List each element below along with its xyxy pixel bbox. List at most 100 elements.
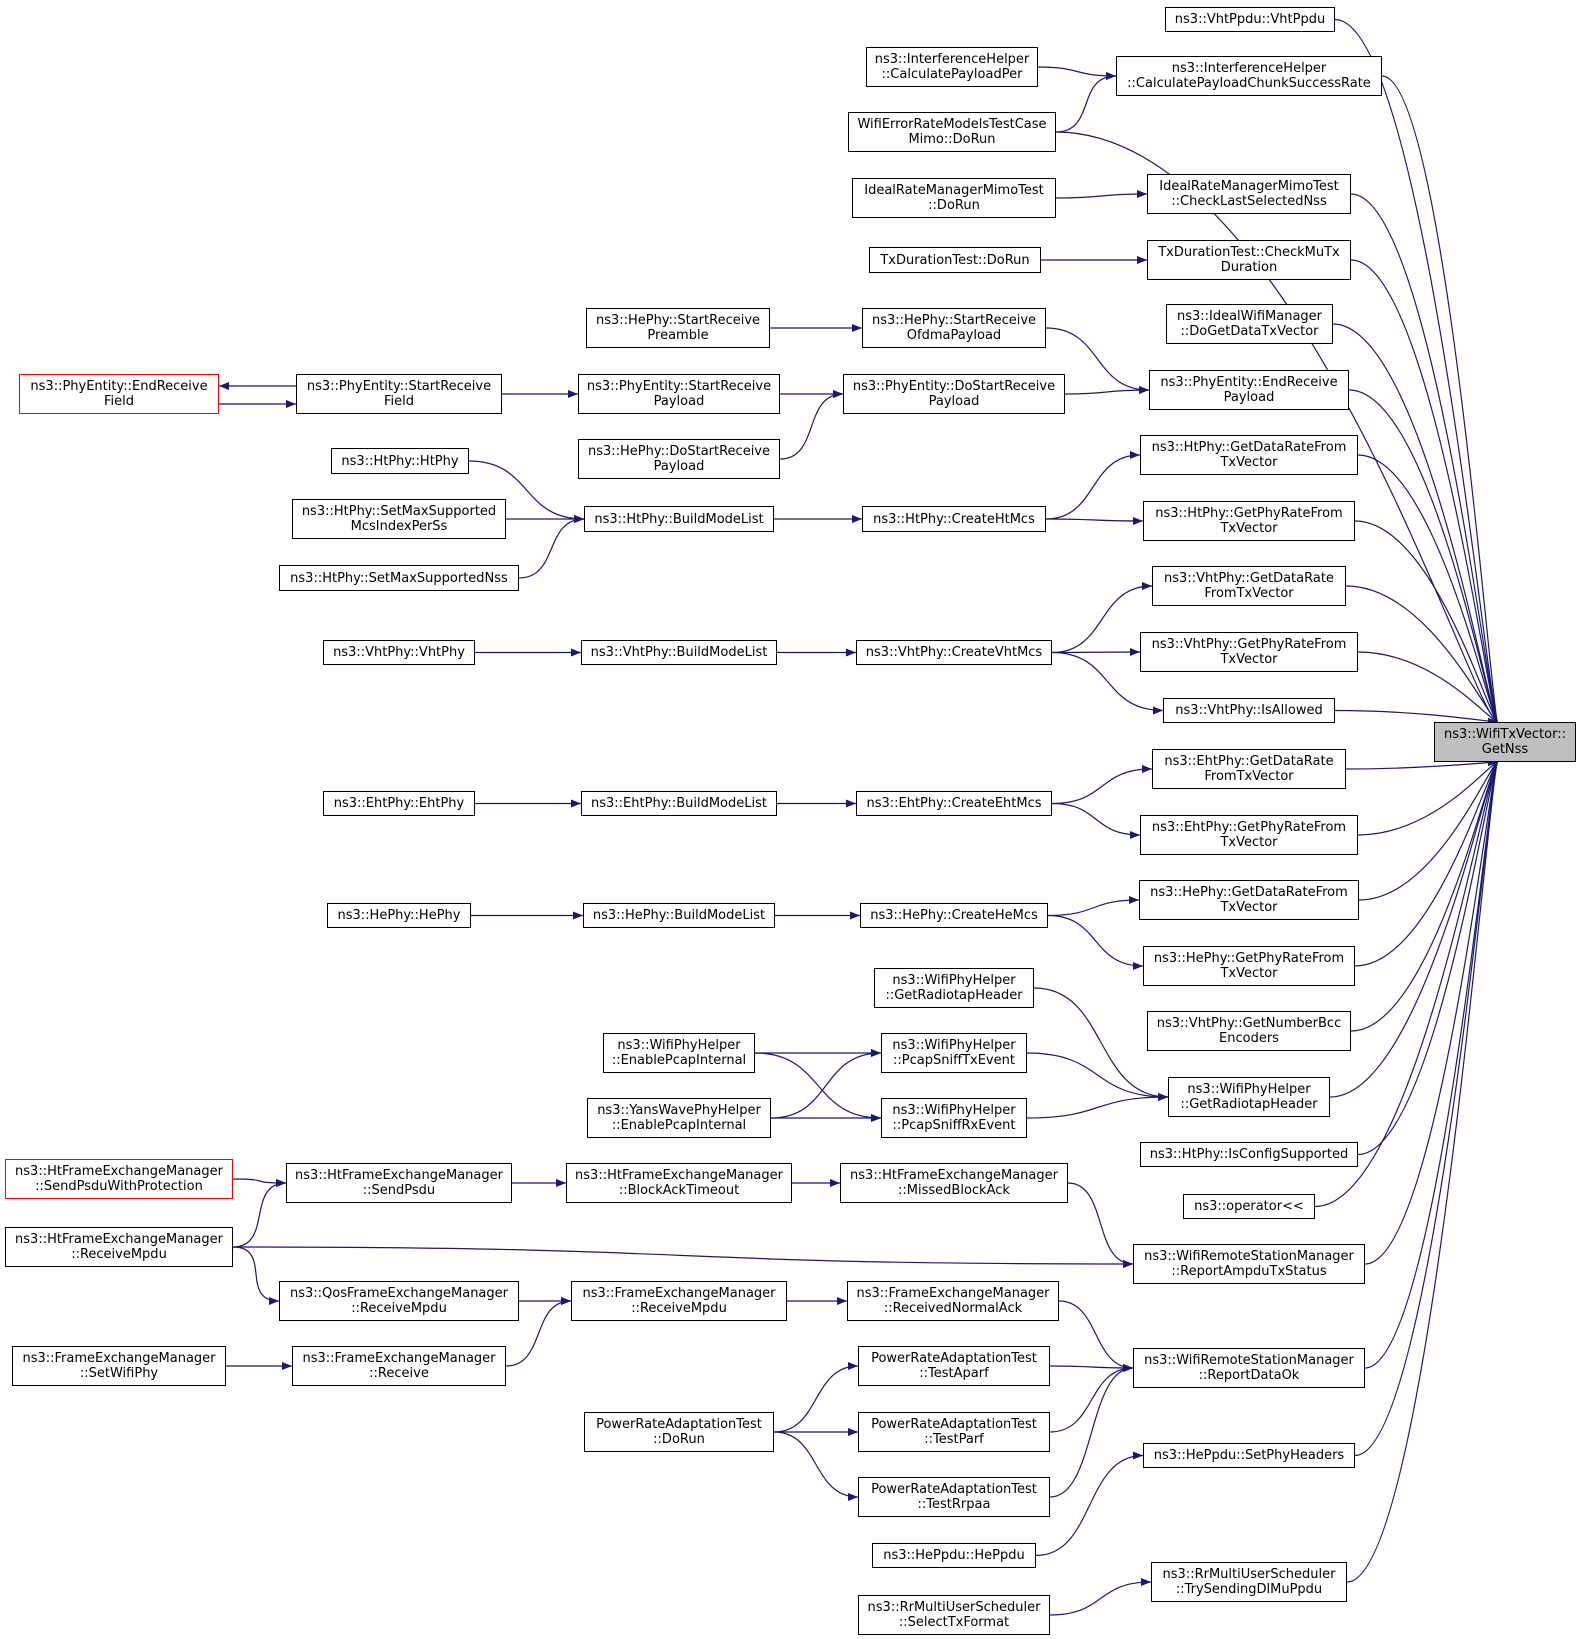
edge-n_eht_gdr-to-n_target (1345, 758, 1498, 770)
edge-n_fem_rna-to-n_wrsm_rdo (1058, 1300, 1134, 1372)
edge-n_prat_dorun-to-n_prat_aparf (773, 1362, 859, 1433)
edge-n_prat_rrpaa-to-n_wrsm_rdo (1049, 1364, 1134, 1498)
node-qosframeexchangemanager-receivempdu[interactable]: ns3::QosFrameExchangeManager::ReceiveMpd… (279, 1281, 519, 1321)
edge-n_heppdu-to-n_heppdu_sph (1035, 1451, 1144, 1557)
node-htphy-setmaxsupportednss[interactable]: ns3::HtPhy::SetMaxSupportedNss (279, 565, 519, 591)
node-vhtphy-isallowed[interactable]: ns3::VhtPhy::IsAllowed (1163, 698, 1335, 723)
edge-n_hfem_spwp-to-n_hfem_sp (232, 1178, 287, 1187)
node-idealratemanagermimotest-checklastselectednss[interactable]: IdealRateManagerMimoTest::CheckLastSelec… (1147, 174, 1351, 214)
node-wifiphyhelper-getradiotapheader-direct[interactable]: ns3::WifiPhyHelper::GetRadiotapHeader (1168, 1077, 1330, 1117)
node-ehtphy-buildmodelist[interactable]: ns3::EhtPhy::BuildModeList (581, 791, 777, 816)
node-wifiphyhelper-pcapsniffrxevent[interactable]: ns3::WifiPhyHelper::PcapSniffRxEvent (881, 1098, 1027, 1138)
edge-n_vht_cvm-to-n_vht_gpr (1051, 648, 1141, 657)
node-idealwifimanager-dogetdatatxvector[interactable]: ns3::IdealWifiManager::DoGetDataTxVector (1166, 304, 1333, 344)
node-wifiremotestationmanager-reportampdutxstatus[interactable]: ns3::WifiRemoteStationManager::ReportAmp… (1133, 1244, 1365, 1284)
edge-n_ht_ics-to-n_target (1357, 758, 1499, 1156)
node-vhtphy-createvhtmcs[interactable]: ns3::VhtPhy::CreateVhtMcs (856, 640, 1052, 665)
edge-n_vht_cvm-to-n_vht_ia (1051, 651, 1164, 715)
node-rrmultiuserscheduler-trysendingdlmuppdu[interactable]: ns3::RrMultiUserScheduler::TrySendingDlM… (1151, 1562, 1347, 1602)
edge-n_ht_gpr-to-n_target (1354, 520, 1499, 726)
node-heppdu-setphyheaders[interactable]: ns3::HePpdu::SetPhyHeaders (1143, 1443, 1355, 1468)
node-htframeexchangemanager-blockacktimeout[interactable]: ns3::HtFrameExchangeManager::BlockAckTim… (566, 1163, 792, 1203)
edge-n_rrmu_stf-to-n_rrmu_tsdm (1049, 1578, 1152, 1616)
edge-n_eht_cem-to-n_eht_gpr (1051, 802, 1141, 839)
edge-n_he_chm-to-n_he_gdr (1047, 896, 1140, 917)
edge-n_werm-to-n_target (1055, 131, 1499, 726)
node-htphy-buildmodelist[interactable]: ns3::HtPhy::BuildModeList (584, 506, 774, 532)
edge-n_eht_cem-to-n_eht_gdr (1051, 765, 1153, 805)
node-vhtppdu-vhtppdu[interactable]: ns3::VhtPpdu::VhtPpdu (1165, 7, 1335, 32)
node-operator-stream[interactable]: ns3::operator<< (1183, 1194, 1315, 1219)
edge-n_wph_psrx-to-n_wph_grh2 (1026, 1093, 1169, 1119)
node-htframeexchangemanager-sendpsdu[interactable]: ns3::HtFrameExchangeManager::SendPsdu (286, 1163, 512, 1203)
node-htphy-htphy[interactable]: ns3::HtPhy::HtPhy (331, 448, 469, 474)
node-powerrateadaptationtest-testaparf[interactable]: PowerRateAdaptationTest::TestAparf (858, 1346, 1050, 1386)
node-htframeexchangemanager-missedblockack[interactable]: ns3::HtFrameExchangeManager::MissedBlock… (840, 1163, 1068, 1203)
node-wifiphyhelper-getradiotapheader[interactable]: ns3::WifiPhyHelper::GetRadiotapHeader (874, 968, 1034, 1008)
node-ehtphy-ehtphy[interactable]: ns3::EhtPhy::EhtPhy (323, 791, 475, 816)
node-powerrateadaptationtest-testrrpaa[interactable]: PowerRateAdaptationTest::TestRrpaa (858, 1477, 1050, 1517)
node-yanswavephyhelper-enablepcapinternal[interactable]: ns3::YansWavePhyHelper::EnablePcapIntern… (587, 1098, 771, 1138)
node-hephy-buildmodelist[interactable]: ns3::HePhy::BuildModeList (583, 903, 775, 928)
node-htframeexchangemanager-receivempdu[interactable]: ns3::HtFrameExchangeManager::ReceiveMpdu (5, 1227, 233, 1267)
node-txdurationtest-dorun[interactable]: TxDurationTest::DoRun (869, 247, 1041, 273)
node-rrmultiuserscheduler-selecttxformat[interactable]: ns3::RrMultiUserScheduler::SelectTxForma… (858, 1595, 1050, 1635)
node-ehtphy-createehtmcs[interactable]: ns3::EhtPhy::CreateEhtMcs (856, 791, 1052, 816)
node-frameexchangemanager-receivempdu[interactable]: ns3::FrameExchangeManager::ReceiveMpdu (571, 1281, 787, 1321)
node-interferencehelper-calculatepayloadper[interactable]: ns3::InterferenceHelper::CalculatePayloa… (866, 47, 1038, 87)
node-wifiphyhelper-enablepcapinternal[interactable]: ns3::WifiPhyHelper::EnablePcapInternal (603, 1033, 755, 1073)
node-wifiremotestationmanager-reportdataok[interactable]: ns3::WifiRemoteStationManager::ReportDat… (1133, 1348, 1365, 1388)
node-powerrateadaptationtest-testparf[interactable]: PowerRateAdaptationTest::TestParf (858, 1412, 1050, 1452)
edge-n_ih_cpcsr-to-n_target (1381, 75, 1499, 725)
node-hephy-createhemcs[interactable]: ns3::HePhy::CreateHeMcs (860, 903, 1048, 928)
edge-n_he_gpr-to-n_target (1354, 758, 1499, 967)
node-vhtphy-buildmodelist[interactable]: ns3::VhtPhy::BuildModeList (581, 640, 777, 665)
node-frameexchangemanager-setwifiphy[interactable]: ns3::FrameExchangeManager::SetWifiPhy (12, 1346, 226, 1386)
node-heppdu-heppdu[interactable]: ns3::HePpdu::HePpdu (872, 1543, 1036, 1568)
edge-n_ih_cpp-to-n_ih_cpcsr (1037, 66, 1117, 80)
edge-n_ht_chm-to-n_ht_gdr (1045, 451, 1141, 520)
node-frameexchangemanager-receivednormalack[interactable]: ns3::FrameExchangeManager::ReceivedNorma… (847, 1281, 1059, 1321)
edge-n_werm-to-n_ih_cpcsr (1055, 72, 1117, 133)
node-frameexchangemanager-receive[interactable]: ns3::FrameExchangeManager::Receive (292, 1346, 506, 1386)
edge-n_he_srop-to-n_pe_erp (1045, 327, 1150, 394)
node-htphy-createhtmcs[interactable]: ns3::HtPhy::CreateHtMcs (862, 506, 1046, 532)
node-htframeexchangemanager-sendpsduwithprotection[interactable]: ns3::HtFrameExchangeManager::SendPsduWit… (5, 1159, 233, 1199)
edge-n_hfem_rm-to-n_hfem_sp (232, 1179, 287, 1248)
node-powerrateadaptationtest-dorun[interactable]: PowerRateAdaptationTest::DoRun (584, 1412, 774, 1452)
edge-n_rrmu_tsdm-to-n_target (1346, 758, 1499, 1583)
edge-n_fem_r-to-n_fem_rm (505, 1297, 572, 1367)
node-hephy-hephy[interactable]: ns3::HePhy::HePhy (327, 903, 471, 928)
node-idealratemanagermimotest-dorun[interactable]: IdealRateManagerMimoTest::DoRun (852, 178, 1056, 218)
node-htphy-isconfigsupported[interactable]: ns3::HtPhy::IsConfigSupported (1140, 1142, 1358, 1167)
node-vhtphy-vhtphy[interactable]: ns3::VhtPhy::VhtPhy (323, 640, 475, 665)
edge-n_vht_gdr-to-n_target (1345, 585, 1499, 726)
edge-n_txd_check-to-n_target (1350, 259, 1499, 726)
node-wifiphyhelper-pcapsnifftxevent[interactable]: ns3::WifiPhyHelper::PcapSniffTxEvent (881, 1033, 1027, 1073)
node-interferencehelper-calculatepayloadchunksuccessrate[interactable]: ns3::InterferenceHelper::CalculatePayloa… (1116, 56, 1382, 96)
edge-n_ht_chm-to-n_ht_gpr (1045, 516, 1144, 525)
edge-n_ht_smsn-to-n_ht_bml (518, 515, 585, 579)
